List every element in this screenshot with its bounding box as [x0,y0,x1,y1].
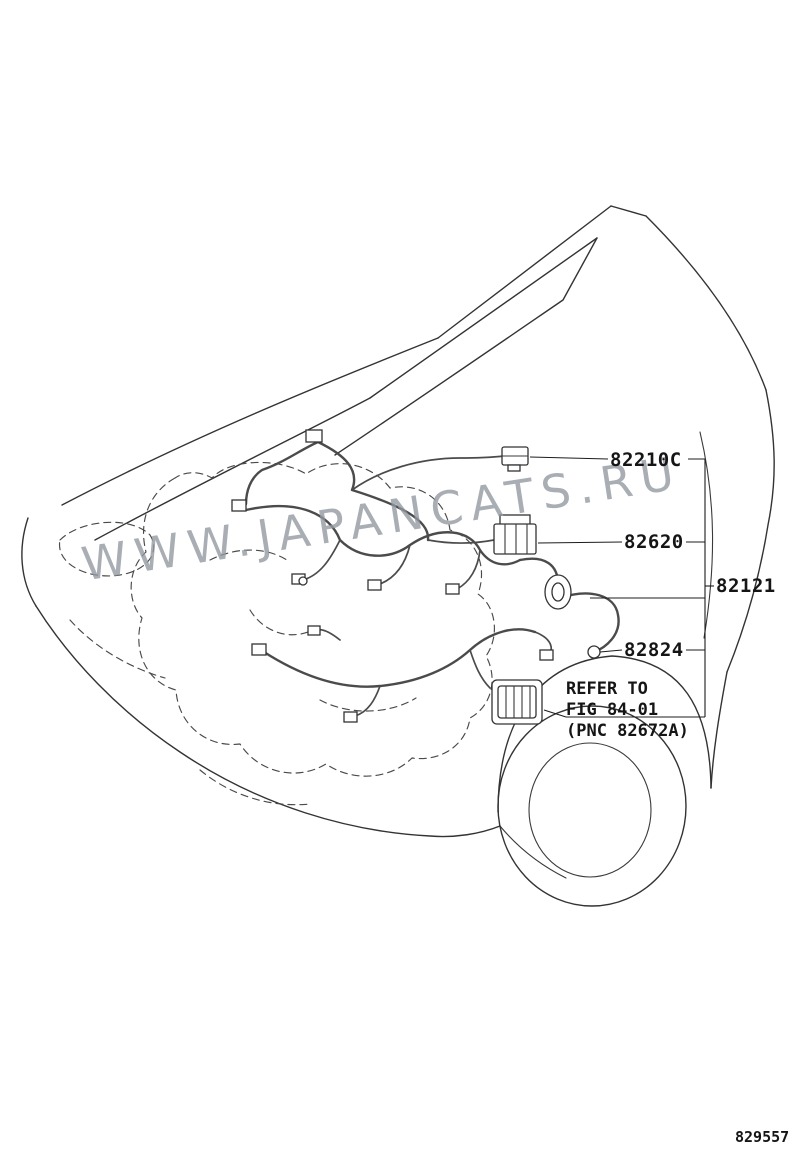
harness-branch-2 [379,544,411,585]
part-label-82121: 82121 [716,575,776,597]
harness-to-82824 [558,592,620,654]
engine-dashed-outline [130,461,495,777]
engine-detail-dashed-1 [209,549,291,563]
harness-branch-left [244,440,320,506]
lower-dashed-line [199,769,311,806]
leader-82824 [599,649,623,653]
connector [307,625,321,636]
component-82672a [491,679,543,725]
part-label-82620: 82620 [624,531,684,553]
refer-note-line3: (PNC 82672A) [566,721,689,741]
front-corner-line [21,517,37,607]
front-bumper-line [35,605,501,838]
connector-82210c-foot [507,464,521,472]
junction-inner [497,685,537,719]
harness-to-82210c [351,455,505,491]
front-door-edge-line [726,389,775,673]
leader-lines [529,456,714,718]
roof-corner-line [610,205,647,217]
connector [539,649,554,661]
leader-82620 [537,541,623,544]
refer-note: REFER TO FIG 84-01 (PNC 82672A) [566,679,689,742]
figure-number: 829557 [735,1128,790,1146]
harness-lower-run [262,628,537,688]
engine-detail-dashed-2 [319,697,417,712]
connector [367,579,382,591]
roof-edge-line [437,205,612,339]
harness-branch-4 [354,685,381,717]
component-grommet [544,574,572,610]
part-label-82824: 82824 [624,639,684,661]
wheel-arch-line [497,655,712,813]
wheel-rim-ellipse [528,742,652,878]
ring-terminal [587,645,601,659]
refer-note-line1: REFER TO [566,679,648,699]
leader-82210c [529,456,609,460]
cowl-line [334,237,598,456]
component-82620 [493,514,537,555]
wiring-harness [244,440,620,717]
rocker-line [499,825,567,879]
harness-to-82620 [427,539,495,544]
tire-outer-ellipse [497,705,687,907]
bumper-dashed-line [69,619,166,679]
windshield-edge-line [369,237,598,399]
connector [231,499,247,512]
refer-note-line2: FIG 84-01 [566,700,659,720]
connector [305,429,323,443]
fender-crease-line [699,431,714,639]
hood-crease-line [94,397,371,541]
headlight-dashed-shape [59,521,155,577]
engine-detail-dashed-3 [249,609,309,636]
front-wheel [497,705,687,907]
car-body-outline [21,205,775,879]
harness-connectors [231,429,601,725]
grommet-inner [551,582,565,602]
connector [343,711,358,723]
a-pillar-side-line [645,215,767,391]
harness-branch-1 [302,539,341,581]
door-lower-line [710,671,728,789]
leader-note [543,709,567,718]
connector [445,583,460,595]
connector [251,643,267,656]
relay-block-body [493,523,537,555]
hidden-lines [59,461,495,806]
hood-edge-line [61,337,439,506]
component-82210c [501,446,529,472]
harness-main-run [244,505,522,566]
part-label-82210c: 82210C [610,449,682,471]
harness-branch-3 [456,549,481,590]
ring-terminal [298,576,308,586]
harness-branch-5 [469,649,491,689]
